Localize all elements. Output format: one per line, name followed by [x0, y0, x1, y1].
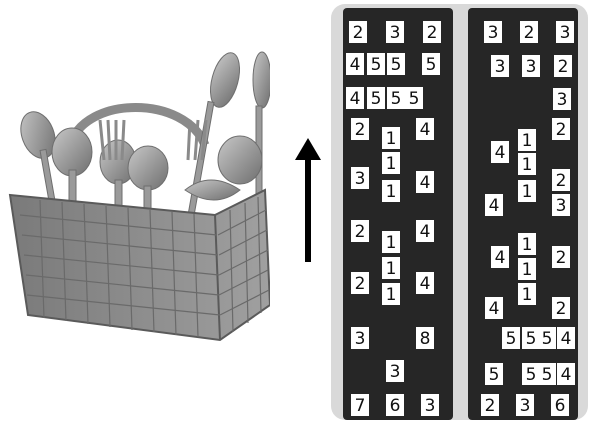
- compartment-number: 4: [420, 120, 431, 140]
- compartment-number: 5: [371, 89, 382, 109]
- compartment-number: 3: [355, 329, 366, 349]
- compartment-number: 3: [557, 90, 568, 110]
- compartment-number: 3: [520, 396, 531, 416]
- compartment-number: 4: [495, 143, 506, 163]
- compartment-number: 2: [355, 120, 366, 140]
- compartment-number: 5: [542, 365, 553, 385]
- compartment-number: 5: [426, 55, 437, 75]
- compartment-number: 1: [522, 235, 533, 255]
- compartment-number: 3: [560, 23, 571, 43]
- compartment-number: 2: [556, 171, 567, 191]
- up-arrow-icon: [293, 138, 323, 262]
- compartment-number: 5: [409, 89, 420, 109]
- compartment-number: 2: [353, 23, 364, 43]
- compartment-number: 4: [420, 222, 431, 242]
- compartment-number: 4: [489, 299, 500, 319]
- compartment-number: 1: [522, 131, 533, 151]
- compartment-number: 3: [495, 57, 506, 77]
- compartment-number: 1: [386, 233, 397, 253]
- compartment-number: 5: [526, 365, 537, 385]
- compartment-number: 1: [386, 129, 397, 149]
- compartment-number: 1: [522, 182, 533, 202]
- compartment-number: 2: [355, 274, 366, 294]
- compartment-number: 1: [386, 285, 397, 305]
- compartment-number: 2: [485, 396, 496, 416]
- compartment-number: 4: [420, 274, 431, 294]
- compartment-number: 2: [558, 57, 569, 77]
- compartment-number: 3: [526, 57, 537, 77]
- compartment-number: 1: [522, 155, 533, 175]
- basket-handle: [70, 108, 205, 146]
- compartment-number: 5: [506, 329, 517, 349]
- compartment-number: 1: [386, 154, 397, 174]
- compartment-number: 5: [542, 329, 553, 349]
- compartment-number: 2: [427, 23, 438, 43]
- compartment-number: 4: [495, 248, 506, 268]
- compartment-number: 4: [489, 196, 500, 216]
- compartment-number: 4: [350, 89, 361, 109]
- compartment-number: 2: [524, 23, 535, 43]
- compartment-number: 5: [526, 329, 537, 349]
- compartment-number: 3: [355, 169, 366, 189]
- compartment-number: 3: [425, 396, 436, 416]
- compartment-number: 1: [522, 260, 533, 280]
- cutlery-basket-illustration: [0, 40, 270, 360]
- compartment-number: 1: [386, 182, 397, 202]
- compartment-number: 1: [386, 259, 397, 279]
- compartment-number: 7: [355, 396, 366, 416]
- compartment-number: 4: [350, 55, 361, 75]
- compartment-number: 4: [561, 365, 572, 385]
- compartment-number: 5: [391, 55, 402, 75]
- compartment-number: 2: [556, 299, 567, 319]
- compartment-number: 2: [556, 120, 567, 140]
- compartment-number: 3: [488, 23, 499, 43]
- compartment-number: 6: [555, 396, 566, 416]
- compartment-number: 1: [522, 285, 533, 305]
- compartment-number: 6: [390, 396, 401, 416]
- compartment-number: 3: [390, 23, 401, 43]
- compartment-number: 2: [556, 248, 567, 268]
- compartment-number: 2: [355, 222, 366, 242]
- compartment-number: 5: [371, 55, 382, 75]
- compartment-number: 4: [420, 173, 431, 193]
- compartment-number: 3: [390, 362, 401, 382]
- compartment-number: 8: [420, 329, 431, 349]
- compartment-number: 5: [489, 365, 500, 385]
- compartment-number: 4: [561, 329, 572, 349]
- compartment-number: 3: [556, 196, 567, 216]
- compartment-number: 5: [391, 89, 402, 109]
